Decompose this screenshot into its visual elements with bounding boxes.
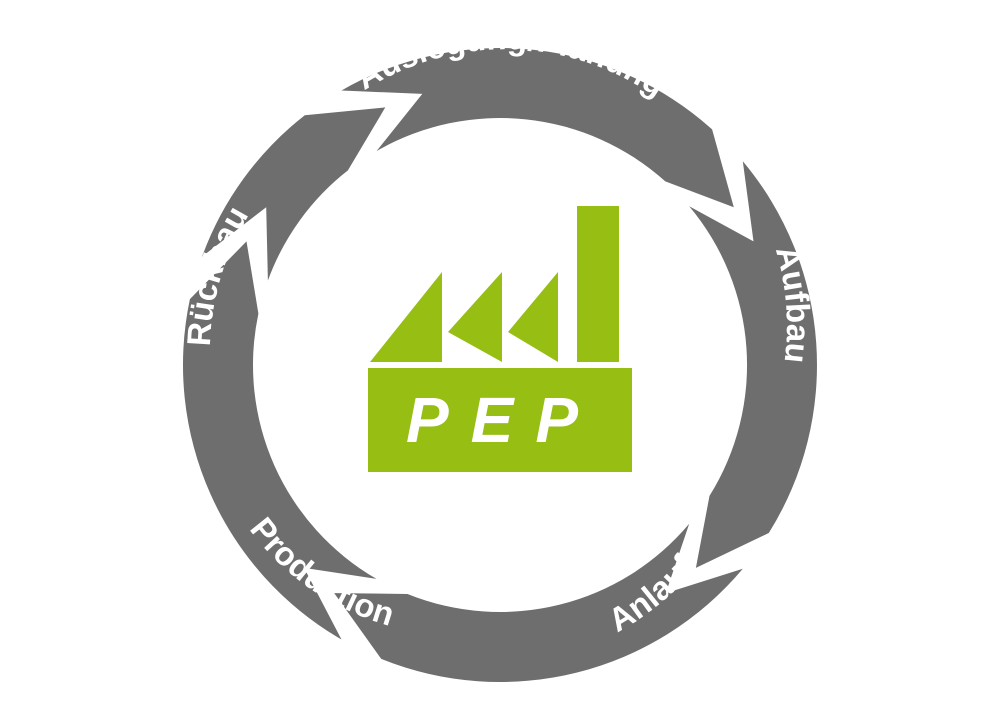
factory-roof-1: [370, 272, 442, 362]
factory-icon: [368, 206, 632, 472]
ring-segment-aufbau: [689, 161, 817, 568]
factory-chimney: [577, 206, 619, 362]
ring-segments: [182, 48, 817, 683]
center-label: PEP: [406, 384, 600, 456]
ring-segment-planung: [341, 48, 734, 208]
ring-segment-produktion: [182, 241, 377, 640]
factory-roof-3: [508, 272, 558, 362]
factory-roof-2: [448, 272, 502, 362]
ring-segment-anlauf: [334, 523, 743, 683]
ring-segment-rueckbau: [202, 107, 386, 281]
factory-base: [368, 368, 632, 472]
